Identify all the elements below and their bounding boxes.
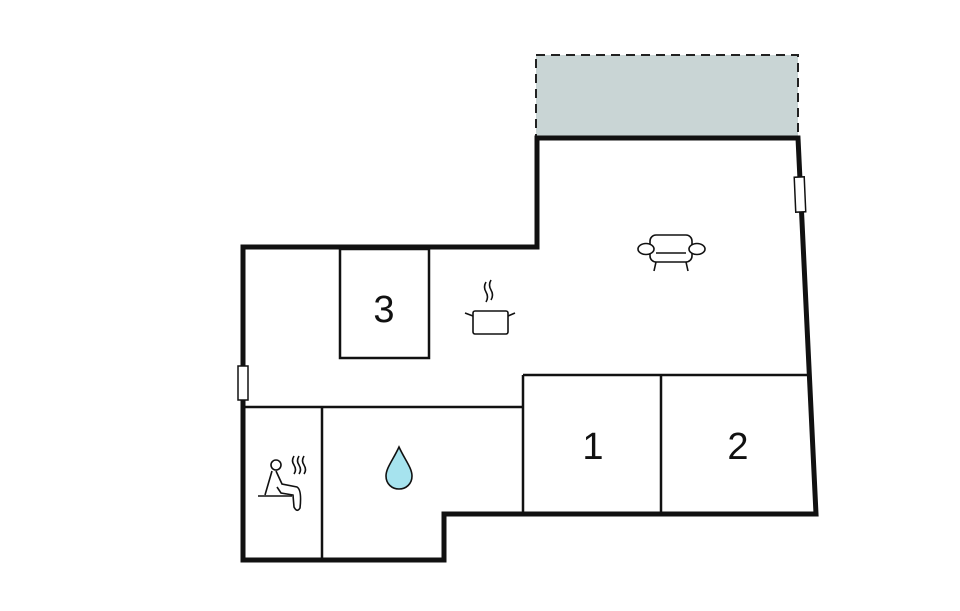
outer-wall	[240, 135, 819, 563]
room-label-2: 2	[727, 426, 748, 468]
terrace	[535, 54, 799, 138]
kitchen-pot-icon	[464, 279, 516, 335]
interior-walls	[243, 247, 807, 560]
room-label-3: 3	[373, 289, 394, 331]
window-right	[793, 176, 807, 213]
sauna-icon	[258, 455, 307, 512]
room-3-outline	[338, 247, 431, 360]
sofa-icon	[637, 234, 706, 272]
window-left	[237, 365, 249, 401]
water-drop-icon	[385, 445, 413, 490]
room-label-1: 1	[582, 426, 603, 468]
